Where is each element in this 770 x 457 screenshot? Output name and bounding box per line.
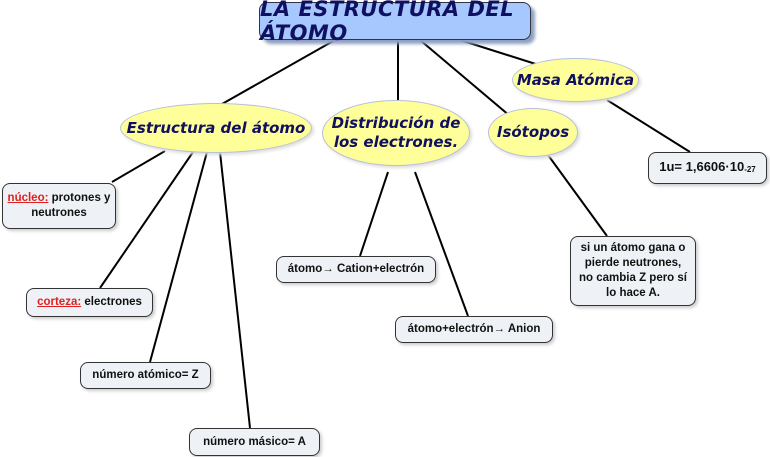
map-title: LA ESTRUCTURA DEL ÁTOMO <box>259 0 531 45</box>
connector <box>149 151 208 363</box>
nucleo-text: protones y neutrones <box>31 192 111 219</box>
node-numero-masico: número másico= A <box>189 428 320 456</box>
corteza-label: corteza: <box>37 296 82 308</box>
concept-isotopos: Isótopos <box>488 108 578 157</box>
masa-value: 1u= 1,6606·10 <box>659 159 745 174</box>
connector <box>111 150 166 183</box>
connector <box>359 171 389 257</box>
connector <box>219 151 251 429</box>
node-nucleo: núcleo: protones y neutrones <box>2 183 116 229</box>
node-isotopos-text: si un átomo gana o pierde neutrones, no … <box>570 236 696 306</box>
nucleo-label: núcleo: <box>7 192 49 204</box>
concept-distribucion: Distribución de los electrones. <box>322 100 470 166</box>
connector <box>547 154 608 237</box>
node-corteza: corteza: electrones <box>26 288 153 317</box>
connector <box>419 39 511 117</box>
connector <box>459 39 543 67</box>
corteza-text: electrones <box>84 296 142 308</box>
node-masa-value: 1u= 1,6606·10-27 <box>648 152 767 184</box>
node-anion: átomo+electrón→ Anion <box>395 316 553 343</box>
connector <box>606 99 691 153</box>
node-numero-atomico: número atómico= Z <box>80 362 211 389</box>
concept-estructura: Estructura del átomo <box>120 103 312 153</box>
concept-masa-atomica: Masa Atómica <box>512 58 639 102</box>
connector <box>221 39 336 105</box>
masa-exponent: -27 <box>744 165 756 174</box>
connector <box>99 151 194 289</box>
node-cation: átomo→ Cation+electrón <box>276 256 436 283</box>
connector <box>414 171 469 317</box>
